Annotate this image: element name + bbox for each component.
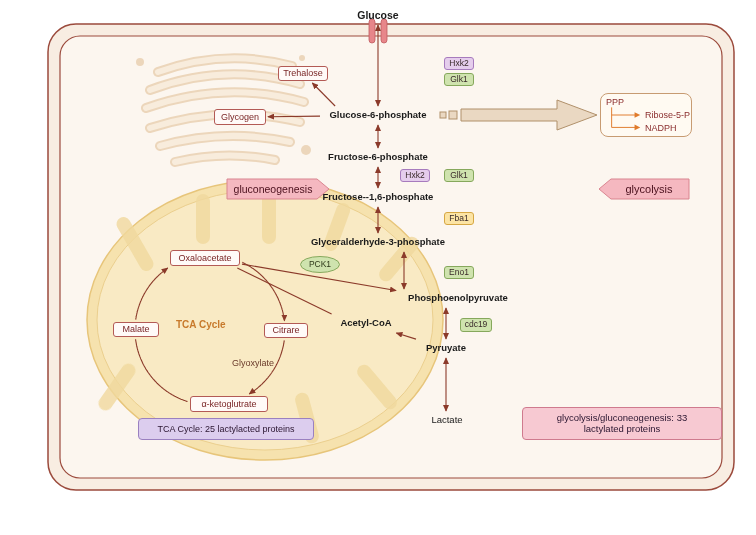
transporter bbox=[381, 19, 387, 43]
node-text: Glyceralderhyde-3-phosphate bbox=[311, 237, 445, 248]
metabolite-label: Fructose--1,6-phosphate bbox=[312, 190, 444, 205]
node-text: Malate bbox=[122, 324, 149, 334]
node-text: Phosphoenolpyruvate bbox=[408, 293, 508, 304]
cell-membrane-inner bbox=[60, 36, 722, 478]
enzyme-ellipse: PCK1 bbox=[300, 256, 340, 273]
metabolite-label: Fructose-6-phosphate bbox=[322, 150, 434, 165]
reaction-arrow bbox=[396, 333, 416, 339]
node-text: Citrare bbox=[272, 325, 299, 335]
reaction-arrow bbox=[377, 207, 378, 233]
product-box: Glycogen bbox=[214, 109, 266, 125]
node-text: Hxk2 bbox=[449, 59, 468, 69]
reaction-arrow bbox=[136, 339, 188, 401]
node-text: Trehalose bbox=[283, 68, 323, 78]
reaction-arrow bbox=[403, 252, 404, 289]
reaction-arrow bbox=[242, 262, 284, 320]
enzyme-box: Fba1 bbox=[444, 212, 474, 225]
enzyme-box: cdc19 bbox=[460, 318, 492, 332]
enzyme-box: Glk1 bbox=[444, 73, 474, 86]
transporter bbox=[369, 19, 375, 43]
mitochondrion bbox=[87, 180, 443, 460]
node-text: Lactate bbox=[431, 415, 462, 426]
metabolite-box: Oxaloacetate bbox=[170, 250, 240, 266]
enzyme-box: Glk1 bbox=[444, 169, 474, 182]
node-text: cdc19 bbox=[465, 320, 488, 330]
metabolite-label: Pyruyate bbox=[418, 341, 474, 356]
pathway-text: Ribose-5-P bbox=[645, 110, 690, 120]
metabolite-label: Phosphoenolpyruvate bbox=[398, 291, 518, 306]
shape-outline bbox=[227, 179, 329, 199]
node-text: Pyruyate bbox=[426, 343, 466, 354]
cycle-label: TCA Cycle bbox=[176, 319, 226, 330]
reaction-arrow bbox=[268, 116, 320, 118]
node-text: PCK1 bbox=[309, 260, 331, 270]
shape-outline bbox=[301, 257, 340, 273]
node-text: Oxaloacetate bbox=[178, 253, 231, 263]
metabolite-label: Glucose-6-phosphate bbox=[322, 108, 434, 123]
enzyme-box: Hxk2 bbox=[400, 169, 430, 182]
pathway-tag: gluconeogenesis bbox=[226, 178, 330, 200]
node-text: glycolysis/gluconeogenesis: 33 lactylate… bbox=[540, 413, 704, 435]
node-text: Glucose-6-phosphate bbox=[329, 110, 426, 121]
node-text: glycolysis bbox=[625, 183, 672, 196]
metabolite-box: Malate bbox=[113, 322, 159, 337]
pathway-box: PPP Ribose-5-P NADPH bbox=[600, 93, 692, 137]
reaction-arrow bbox=[445, 358, 446, 411]
reaction-arrow bbox=[312, 83, 335, 106]
node-text: Acetyl-CoA bbox=[340, 318, 391, 329]
pathway-text: PPP bbox=[606, 97, 624, 107]
metabolite-label: Lactate bbox=[424, 413, 470, 428]
metabolite-box: α-ketoglutrate bbox=[190, 396, 268, 412]
reaction-arrow bbox=[136, 268, 168, 320]
pathway-text: NADPH bbox=[645, 123, 677, 133]
node-text: Fructose--1,6-phosphate bbox=[323, 192, 434, 203]
note-box: glycolysis/gluconeogenesis: 33 lactylate… bbox=[522, 407, 722, 440]
pathway-tag: glycolysis bbox=[598, 178, 690, 200]
flow-arrow bbox=[440, 100, 597, 130]
node-text: Glk1 bbox=[450, 171, 467, 181]
shape-outline bbox=[599, 179, 689, 199]
node-text: α-ketoglutrate bbox=[201, 399, 256, 409]
metabolite-label: Glyceralderhyde-3-phosphate bbox=[303, 235, 453, 250]
product-box: Trehalose bbox=[278, 66, 328, 81]
node-text: Glycogen bbox=[221, 112, 259, 122]
reaction-arrow bbox=[237, 268, 331, 314]
reaction-arrow bbox=[377, 167, 378, 188]
node-text: Glucose bbox=[357, 9, 398, 21]
reaction-arrow bbox=[377, 25, 378, 106]
node-text: Eno1 bbox=[449, 268, 469, 278]
note-box: TCA Cycle: 25 lactylacted proteins bbox=[138, 418, 314, 440]
node-text: Glk1 bbox=[450, 75, 467, 85]
reaction-arrow bbox=[445, 308, 446, 339]
reaction-arrow bbox=[377, 125, 378, 148]
node-text: Fructose-6-phosphate bbox=[328, 152, 428, 163]
enzyme-box: Eno1 bbox=[444, 266, 474, 279]
node-text: Fba1 bbox=[449, 214, 468, 224]
enzyme-box: Hxk2 bbox=[444, 57, 474, 70]
metabolite-label: Glucose bbox=[348, 8, 408, 23]
branch-arrows bbox=[612, 107, 641, 130]
metabolite-box: Citrare bbox=[264, 323, 308, 338]
node-text: gluconeogenesis bbox=[234, 183, 313, 195]
node-text: Hxk2 bbox=[405, 171, 424, 181]
metabolite-label: Glyoxylate bbox=[232, 358, 274, 368]
cell-membrane-outer bbox=[48, 24, 734, 490]
node-text: TCA Cycle: 25 lactylacted proteins bbox=[157, 424, 294, 434]
metabolite-label: Acetyl-CoA bbox=[330, 316, 402, 331]
